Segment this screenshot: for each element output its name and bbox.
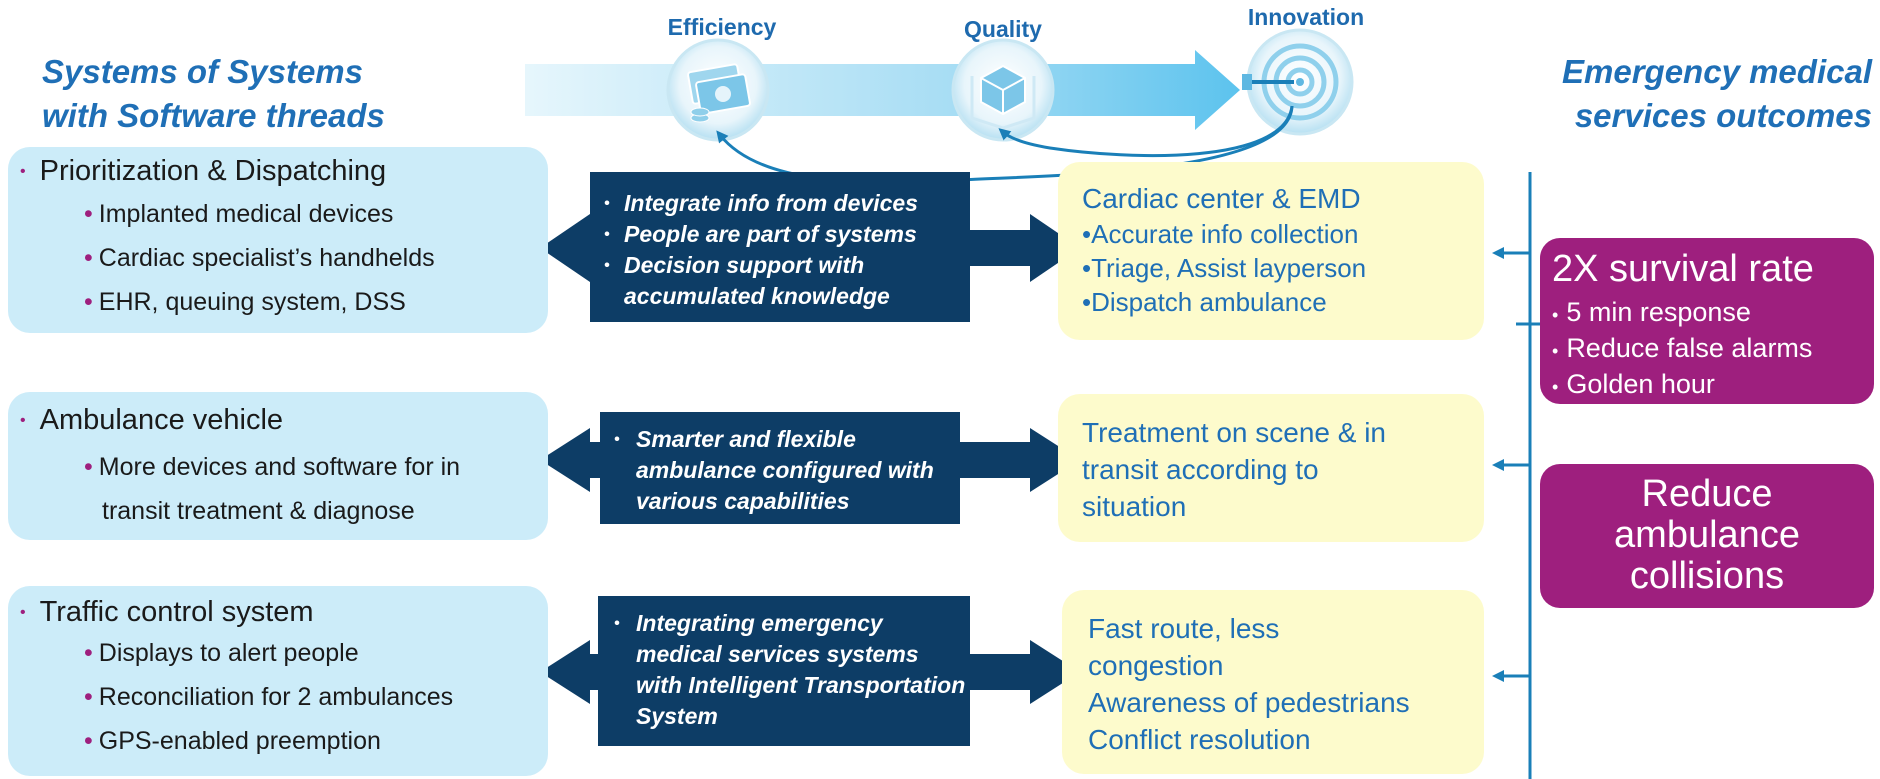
list-item: •Cardiac specialist’s handhelds <box>84 244 435 272</box>
result-line: •Dispatch ambulance <box>1082 287 1327 317</box>
feedback-arrow-quality <box>998 105 1294 158</box>
list-item: •Integrate info from devices <box>604 190 918 216</box>
list-item: •Reduce false alarms <box>1552 333 1813 363</box>
system-title: Traffic control system <box>39 596 314 628</box>
result-line: Cardiac center & EMD <box>1082 183 1361 214</box>
result-line: transit according to <box>1082 454 1319 485</box>
survival-outcome-box: 2X survival rate •5 min response •Reduce… <box>1540 238 1874 404</box>
efficiency-label: Efficiency <box>667 14 777 40</box>
result-line: congestion <box>1088 650 1224 681</box>
result-line: •Triage, Assist layperson <box>1082 253 1367 283</box>
outcome-line: collisions <box>1629 555 1785 597</box>
survival-title: 2X survival rate <box>1552 248 1814 290</box>
list-item: •Displays to alert people <box>84 639 359 667</box>
system-title: Ambulance vehicle <box>39 404 284 436</box>
banknotes-icon <box>666 38 770 142</box>
result-box-traffic: Fast route, less congestion Awareness of… <box>1062 590 1484 774</box>
result-box-dispatching: Cardiac center & EMD •Accurate info coll… <box>1058 162 1484 340</box>
left-heading: Systems of Systems with Software threads <box>42 53 385 134</box>
outcome-line: ambulance <box>1614 514 1800 556</box>
progress-arrow <box>525 50 1240 130</box>
right-heading: Emergency medical services outcomes <box>1562 53 1872 134</box>
outcome-line: Reduce <box>1641 473 1773 515</box>
thread-box-traffic: •Integrating emergency medical services … <box>598 596 970 746</box>
list-item: •People are part of systems <box>604 221 917 247</box>
list-item: •Decision support with accumulated knowl… <box>604 252 890 309</box>
result-line: Conflict resolution <box>1088 724 1311 755</box>
thread-box-dispatching: •Integrate info from devices •People are… <box>590 172 970 322</box>
list-item: •GPS-enabled preemption <box>84 727 381 755</box>
list-item: •Integrating emergency medical services … <box>614 610 966 729</box>
result-line: Awareness of pedestrians <box>1088 687 1410 718</box>
list-item: •5 min response <box>1552 297 1751 327</box>
list-item: •EHR, queuing system, DSS <box>84 288 406 316</box>
list-item: •Implanted medical devices <box>84 200 394 228</box>
list-item: •Smarter and flexible ambulance configur… <box>614 426 934 514</box>
cube-icon <box>951 38 1055 142</box>
system-box-ambulance: •Ambulance vehicle •More devices and sof… <box>8 392 548 540</box>
result-line: Fast route, less <box>1088 613 1280 644</box>
target-icon <box>1242 28 1354 136</box>
list-item: •Reconciliation for 2 ambulances <box>84 683 454 711</box>
system-box-traffic: •Traffic control system •Displays to ale… <box>8 586 548 776</box>
innovation-label: Innovation <box>1247 4 1365 30</box>
list-item: •Golden hour <box>1552 369 1715 399</box>
quality-label: Quality <box>964 16 1042 42</box>
collisions-outcome-box: Reduce ambulance collisions <box>1540 464 1874 608</box>
thread-box-ambulance: •Smarter and flexible ambulance configur… <box>600 412 960 524</box>
system-box-dispatching: •Prioritization & Dispatching •Implanted… <box>8 147 548 333</box>
list-item: •More devices and software for in transi… <box>84 453 461 525</box>
result-line: •Accurate info collection <box>1082 219 1359 249</box>
result-line: situation <box>1082 491 1187 522</box>
system-title: Prioritization & Dispatching <box>39 155 387 187</box>
result-line: Treatment on scene & in <box>1082 417 1387 448</box>
result-box-ambulance: Treatment on scene & in transit accordin… <box>1058 394 1484 542</box>
